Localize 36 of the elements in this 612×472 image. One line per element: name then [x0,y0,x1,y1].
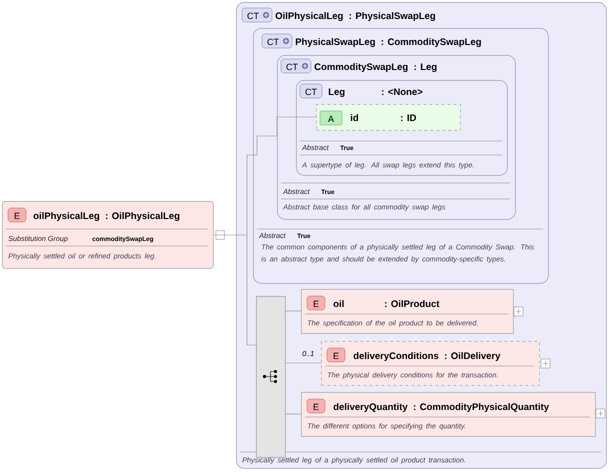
element-name: deliveryConditions [354,352,438,361]
type-badge: CT [300,84,322,98]
type-badge: E [306,398,326,414]
element-name: oil [334,300,344,308]
element-name: id [350,114,358,122]
type-badge: E [8,208,26,222]
element-name: OilPhysicalLeg [276,12,343,21]
element-name: CommoditySwapLeg [314,63,408,72]
type-name: : PhysicalSwapLeg [350,12,436,21]
type-badge: CT [280,58,312,74]
type-name: : CommoditySwapLeg [382,38,481,47]
type-name: : OilDelivery [445,352,500,361]
element-name: oilPhysicalLeg [34,212,100,221]
type-badge: E [326,348,346,362]
element-box [2,201,214,269]
connector-line [213,116,316,346]
type-badge: CT [262,34,292,48]
type-name: : ID [401,114,416,121]
type-name: : OilProduct [385,300,440,308]
type-badge: E [306,296,326,310]
type-badge: CT [242,8,272,22]
element-name: PhysicalSwapLeg [296,38,375,47]
element-box [301,289,514,334]
type-name: : OilPhysicalLeg [106,212,180,221]
connector-line [285,362,322,364]
type-name: : Leg [414,63,436,72]
type-name: : CommodityPhysicalQuantity [414,403,550,412]
attribute-box [316,104,461,131]
sequence-compositor [256,296,286,458]
element-box [301,392,596,437]
element-name: deliveryQuantity [334,403,408,412]
element-name: Leg [328,88,344,97]
type-name: : <None> [382,88,422,96]
type-badge: A [320,110,342,126]
element-box [302,341,540,386]
connector-line [285,310,302,312]
